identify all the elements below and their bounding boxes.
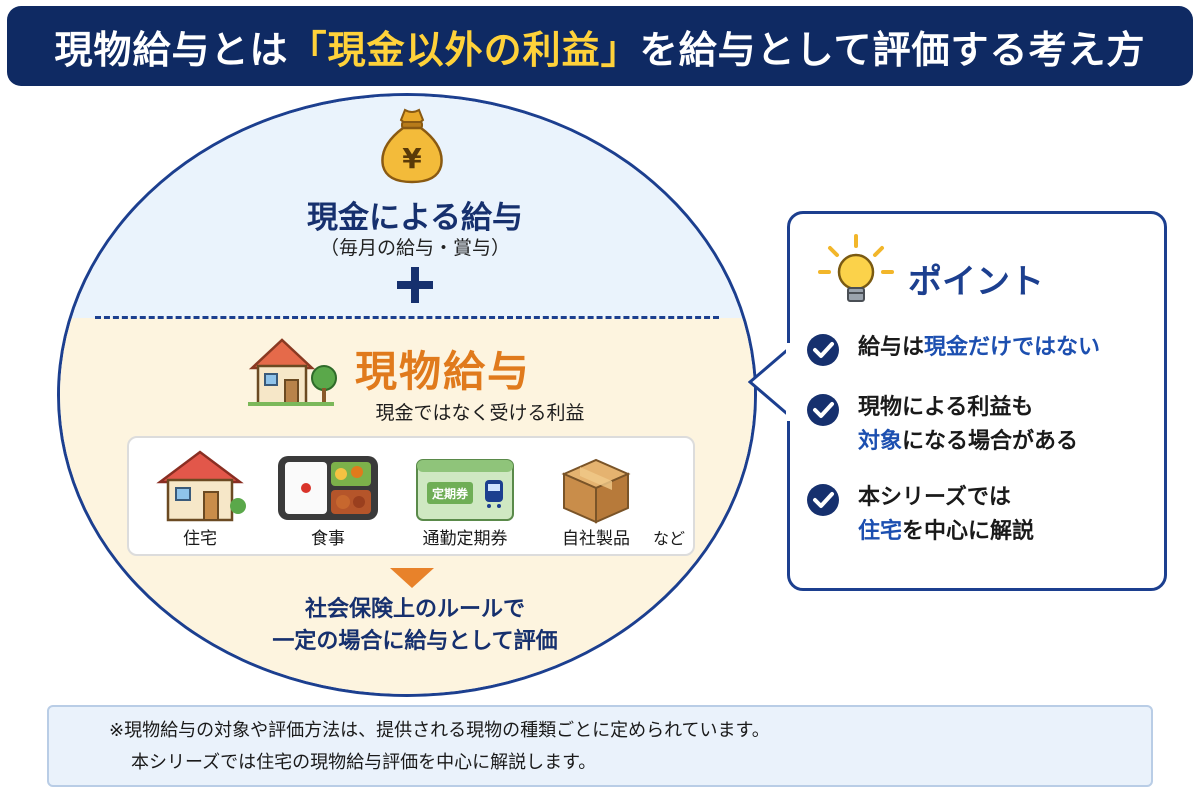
item-housing-label: 住宅 <box>183 529 217 549</box>
footnote-line-1: ※現物給与の対象や評価方法は、提供される現物の種類ごとに定められています。 <box>109 720 770 741</box>
bento-icon <box>278 456 378 520</box>
item-housing: 住宅 <box>150 446 250 549</box>
item-meal: 食事 <box>273 450 383 549</box>
item-commuter-pass: 定期券 通勤定期券 <box>405 454 525 549</box>
item-meal-label: 食事 <box>311 529 345 549</box>
point-item-1: 給与は現金だけではない <box>806 331 1166 371</box>
yen-moneybag-icon: ¥ <box>381 108 443 184</box>
banner-text-before: 現物給与とは <box>54 27 289 72</box>
callout-pointer <box>748 344 792 420</box>
check-icon <box>807 484 839 516</box>
point-item-3-text: 本シリーズでは 住宅を中心に解説 <box>858 485 1035 544</box>
point-title: ポイント <box>908 262 1044 302</box>
banner-highlight: 「現金以外の利益」 <box>288 27 640 72</box>
lightbulb-icon <box>818 234 894 302</box>
check-icon <box>807 334 839 366</box>
house-with-tree-icon <box>248 338 337 406</box>
check-icon <box>807 394 839 426</box>
house-icon <box>156 450 246 522</box>
title-banner: 現物給与とは「現金以外の利益」を給与として評価する考え方 <box>7 6 1193 86</box>
social-insurance-rule: 社会保険上のルールで 一定の場合に給与として評価 <box>220 594 610 658</box>
point-item-1-text: 給与は現金だけではない <box>858 335 1101 360</box>
footnote-box: ※現物給与の対象や評価方法は、提供される現物の種類ごとに定められています。 本シ… <box>47 705 1153 787</box>
down-arrow-icon <box>390 568 434 588</box>
rule-line-1: 社会保険上のルールで <box>304 597 525 622</box>
item-company-products-label: 自社製品 <box>562 529 630 549</box>
items-etc-label: など <box>653 529 686 548</box>
cardboard-box-icon <box>561 458 631 524</box>
in-kind-title: 現物給与 <box>355 347 532 396</box>
rule-line-2: 一定の場合に給与として評価 <box>272 629 558 654</box>
cash-salary-title: 現金による給与 <box>306 200 524 236</box>
item-company-products: 自社製品 <box>544 452 648 549</box>
banner-text-after: を給与として評価する考え方 <box>639 27 1146 72</box>
cash-salary-subtitle: （毎月の給与・賞与） <box>319 237 510 259</box>
commuter-pass-icon: 定期券 <box>416 459 514 521</box>
in-kind-subtitle: 現金ではなく受ける利益 <box>375 402 585 424</box>
commuter-pass-card-text: 定期券 <box>432 486 469 501</box>
dashed-divider <box>95 316 719 319</box>
plus-icon <box>397 267 433 303</box>
point-item-2-text: 現物による利益も 対象になる場合がある <box>858 395 1079 454</box>
point-item-2: 現物による利益も 対象になる場合がある <box>806 391 1166 461</box>
footnote-line-2: 本シリーズでは住宅の現物給与評価を中心に解説します。 <box>131 752 597 773</box>
point-item-3: 本シリーズでは 住宅を中心に解説 <box>806 481 1166 551</box>
svg-text:¥: ¥ <box>402 142 422 175</box>
item-commuter-pass-label: 通勤定期券 <box>422 529 508 549</box>
